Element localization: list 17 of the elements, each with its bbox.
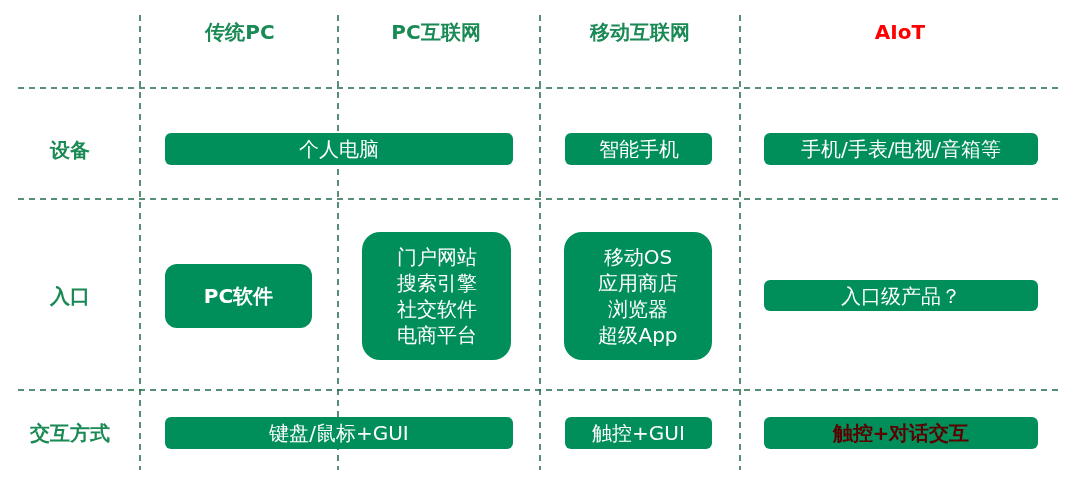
device-box: 手机/手表/电视/音箱等 bbox=[764, 133, 1038, 165]
column-header: 移动互联网 bbox=[590, 18, 690, 46]
row-header: 交互方式 bbox=[30, 419, 110, 447]
entry-box: 移动OS 应用商店 浏览器 超级App bbox=[564, 232, 712, 360]
column-header: AIoT bbox=[874, 20, 926, 44]
device-box: 智能手机 bbox=[565, 133, 712, 165]
device-box: 个人电脑 bbox=[165, 133, 513, 165]
entry-box: 入口级产品？ bbox=[764, 280, 1038, 311]
entry-box: PC软件 bbox=[165, 264, 312, 328]
row-header: 设备 bbox=[50, 136, 90, 164]
interaction-box: 键盘/鼠标+GUI bbox=[165, 417, 513, 449]
column-header: 传统PC bbox=[205, 18, 275, 46]
column-header: PC互联网 bbox=[391, 18, 481, 46]
interaction-box: 触控+GUI bbox=[565, 417, 712, 449]
interaction-box: 触控+对话交互 bbox=[764, 417, 1038, 449]
entry-box: 门户网站 搜索引擎 社交软件 电商平台 bbox=[362, 232, 511, 360]
row-header: 入口 bbox=[50, 282, 90, 310]
